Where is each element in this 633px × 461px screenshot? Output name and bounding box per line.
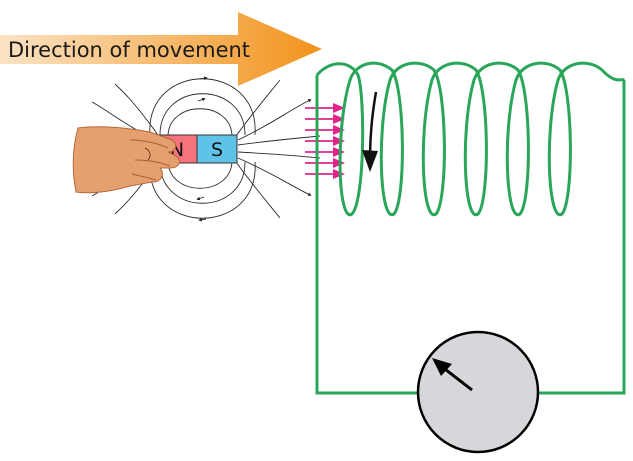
south-pole-label: S: [211, 139, 223, 161]
direction-arrow: Direction of movement: [0, 12, 322, 86]
circuit-return-wire: [535, 80, 626, 395]
hand-icon: [72, 126, 180, 194]
meter-needle-icon: [432, 358, 473, 392]
coil-circuit: [315, 61, 626, 395]
coil-winding: [315, 75, 422, 395]
south-pole: [196, 134, 238, 164]
meter-face: [416, 330, 540, 454]
current-direction-arrow: [362, 91, 378, 172]
solenoid-loops: [315, 61, 626, 217]
direction-of-movement-label: Direction of movement: [8, 38, 250, 62]
galvanometer: [416, 330, 540, 454]
